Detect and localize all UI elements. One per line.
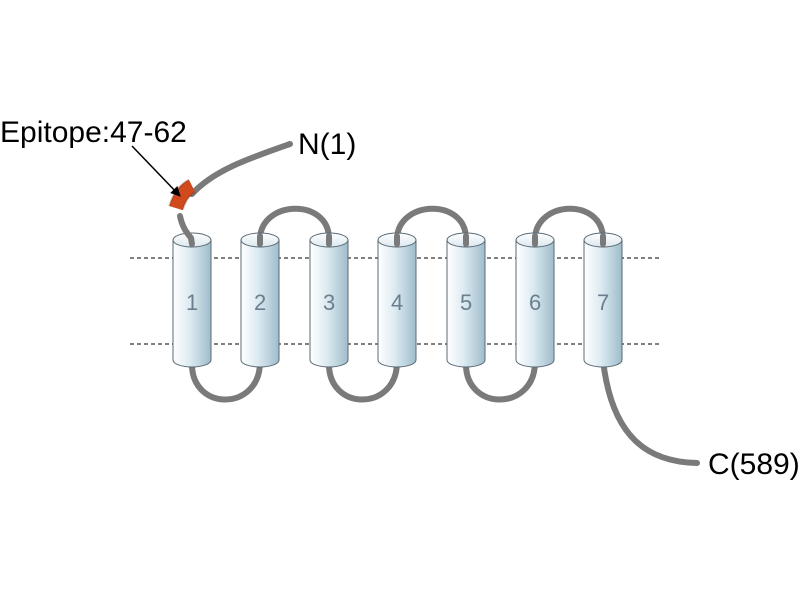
epitope-arrow [131,145,181,197]
transmembrane-helices: 1 2 3 4 5 6 7 [172,232,623,368]
intracellular-loop-3-4 [325,359,400,403]
helix-1-body [172,239,212,368]
helix-1: 1 [172,232,212,368]
helix-5-number: 5 [460,290,472,315]
helix-4-number: 4 [391,290,403,315]
helix-4-body [377,239,417,368]
helix-4: 4 [377,232,417,368]
extracellular-loop-6-7 [532,205,606,241]
helix-7-body [583,239,623,368]
helix-2: 2 [240,232,280,368]
helix-6-body [515,239,555,368]
helix-2-number: 2 [254,290,266,315]
helix-3: 3 [309,232,349,368]
helix-1-number: 1 [186,290,198,315]
c-terminus-label: C(589) [708,448,800,481]
epitope-segment-fill [170,180,196,210]
helix-7: 7 [583,232,623,368]
extracellular-loop-2-3 [257,205,332,241]
helix-5: 5 [446,232,486,368]
helix-2-body [240,239,280,368]
intracellular-loop-5-6 [462,359,538,403]
epitope-to-helix1-strand [177,213,194,241]
intracellular-loop-1-2 [188,359,263,403]
helix-7-number: 7 [597,290,609,315]
helix-5-body [446,239,486,368]
extracellular-loop-4-5 [394,205,469,241]
helix-3-body [309,239,349,368]
helix-6-number: 6 [529,290,541,315]
c-terminal-tail [600,357,700,466]
n-terminus-label: N(1) [298,128,356,161]
epitope-label: Epitope:47-62 [0,116,187,149]
helix-6: 6 [515,232,555,368]
n-terminal-tail [189,141,293,197]
helix-3-number: 3 [323,290,335,315]
